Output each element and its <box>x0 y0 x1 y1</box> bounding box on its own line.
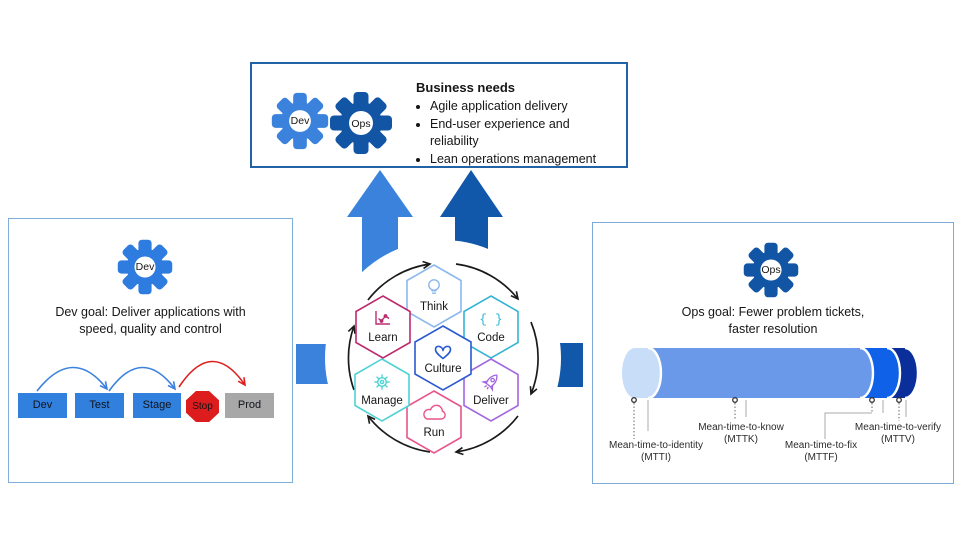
metric-mttk-name: Mean-time-to-know <box>698 422 784 433</box>
business-needs-item: End-user experience and reliability <box>430 116 621 151</box>
pipeline-arrows <box>36 360 247 392</box>
dev-gear-label: Dev <box>136 261 155 273</box>
ops-box: Ops <box>592 222 954 484</box>
lifecycle-graphic: { } <box>296 170 583 476</box>
learn-to-think-arrow <box>367 260 432 301</box>
code-to-deliver-arrow <box>529 321 539 396</box>
manage-to-learn-arrow <box>347 324 356 391</box>
pipeline-stage-test: Test <box>75 393 124 418</box>
metric-mttv-abbr: (MTTV) <box>881 434 915 445</box>
metric-mtti-abbr: (MTTI) <box>640 452 671 463</box>
dev-gear-label: Dev <box>291 115 310 127</box>
hexagon-label-run: Run <box>423 427 445 439</box>
hexagon-label-think: Think <box>419 301 449 313</box>
chart-icon <box>375 311 390 325</box>
test-to-stage-arrow <box>108 366 177 392</box>
metric-mttf-name: Mean-time-to-fix <box>784 440 858 451</box>
dev-box: Dev Dev goal: Deliver applications with … <box>8 218 293 483</box>
hexagon-think <box>406 264 462 328</box>
gear-icon <box>374 374 390 390</box>
hexagon-label-culture: Culture <box>424 363 462 375</box>
resolution-time-bar <box>622 346 920 400</box>
ops-goal-line1: Ops goal: Fewer problem tickets, <box>681 305 865 319</box>
metric-mttf: Mean-time-to-fix (MTTF) <box>785 440 857 464</box>
pipeline-stop-sign: Stop <box>186 391 219 422</box>
stage-to-prod-arrow <box>178 360 247 388</box>
bar-segment-separators <box>647 346 920 400</box>
pipeline-stage-prod: Prod <box>225 393 274 418</box>
bar-segment-3 <box>860 348 900 398</box>
metric-mtti-name: Mean-time-to-identity <box>609 440 703 451</box>
dev-goal-line1: Dev goal: Deliver applications with <box>55 305 246 319</box>
bar-segment-1 <box>622 348 661 398</box>
bar-segment-2 <box>648 348 873 398</box>
business-needs-list: Agile application delivery End-user expe… <box>416 98 621 168</box>
business-needs-item: Lean operations management <box>430 151 621 169</box>
bar-segment-4 <box>887 348 918 398</box>
braces-icon: { } <box>479 312 502 327</box>
business-needs-box: Dev Ops Business needs Agile application… <box>250 62 628 168</box>
cloud-icon <box>423 404 446 420</box>
metric-leader-lines <box>633 403 900 439</box>
devops-gears-graphic: Dev Ops <box>271 92 392 154</box>
hexagon-label-code: Code <box>477 332 505 344</box>
metric-mttf-abbr: (MTTF) <box>804 452 838 463</box>
business-needs-item: Agile application delivery <box>430 98 621 116</box>
metric-mttv-name: Mean-time-to-verify <box>854 422 942 433</box>
ops-box-graphics: Ops <box>622 242 920 439</box>
lightbulb-icon <box>428 279 440 294</box>
cycle-arrows <box>347 260 539 456</box>
metric-mttk-abbr: (MTTK) <box>724 434 758 445</box>
metric-markers <box>631 397 902 403</box>
ops-goal-line2: faster resolution <box>728 322 818 336</box>
hexagon-manage <box>354 358 410 422</box>
hexagon-label-manage: Manage <box>361 395 403 407</box>
ops-gear-label: Ops <box>761 264 780 276</box>
heart-icon <box>434 345 452 360</box>
business-needs-title: Business needs <box>416 80 515 95</box>
metric-mttk: Mean-time-to-know (MTTK) <box>698 422 784 446</box>
run-to-manage-arrow <box>366 414 431 453</box>
metric-leader-lines-secondary <box>647 400 907 439</box>
ops-gear-label: Ops <box>351 118 370 130</box>
dev-to-test-arrow <box>36 366 109 392</box>
pipeline-stage-dev: Dev <box>18 393 67 418</box>
metric-mtti: Mean-time-to-identity (MTTI) <box>609 440 703 464</box>
think-to-code-arrow <box>455 263 520 301</box>
hexagon-label-deliver: Deliver <box>473 395 509 407</box>
dev-box-graphics: Dev <box>36 239 247 392</box>
hexagon-code: { } <box>463 295 519 359</box>
hexagon-culture <box>414 325 472 391</box>
hexagon-label-learn: Learn <box>368 332 398 344</box>
metric-mttv: Mean-time-to-verify (MTTV) <box>855 422 941 446</box>
hexagon-learn <box>355 295 411 359</box>
dev-goal-line2: speed, quality and control <box>79 322 222 336</box>
pipeline-stage-stage: Stage <box>133 393 181 418</box>
deliver-to-run-arrow <box>454 415 519 456</box>
rocket-icon <box>480 374 498 392</box>
